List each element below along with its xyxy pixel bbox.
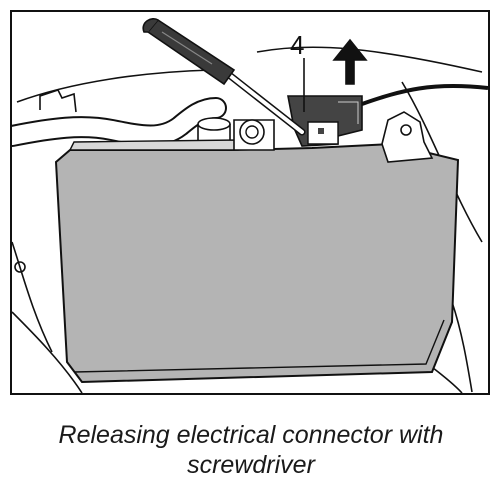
electrical-connector xyxy=(287,95,363,147)
figure-caption: Releasing electrical connector with scre… xyxy=(0,420,502,480)
illustration: 4 xyxy=(12,17,488,393)
screwdriver xyxy=(142,17,306,136)
callout-number-label: 4 xyxy=(290,30,304,60)
left-bracket xyxy=(39,89,77,113)
mounting-bolt xyxy=(233,119,275,151)
control-module xyxy=(54,142,460,384)
caption-line-1: Releasing electrical connector with xyxy=(58,421,444,449)
right-mounting-tab xyxy=(381,111,434,163)
module-edge-highlight xyxy=(73,319,445,373)
up-arrow-icon xyxy=(332,38,368,85)
illustration-frame: 4 xyxy=(10,10,490,395)
wiring-harness xyxy=(361,84,488,106)
caption-line-2: screwdriver xyxy=(187,451,315,479)
module-top-flange xyxy=(68,139,239,151)
